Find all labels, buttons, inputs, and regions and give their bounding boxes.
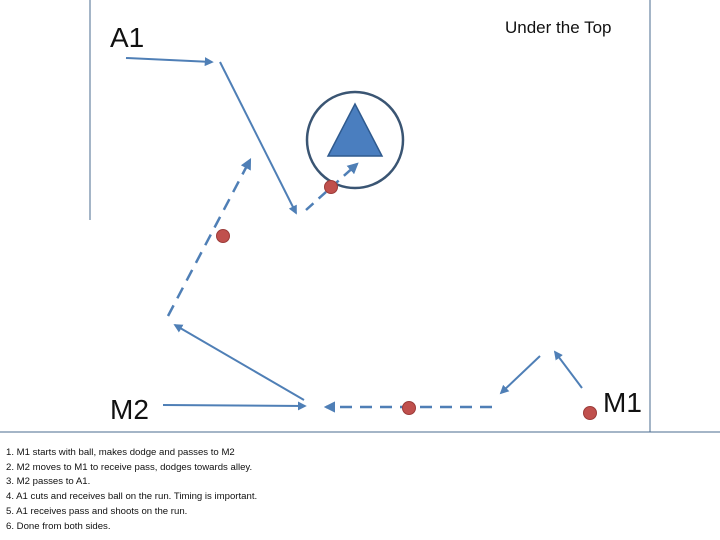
player-label-a1: A1 (110, 22, 144, 53)
drill-step: 3. M2 passes to A1. (6, 476, 91, 488)
drill-step: 5. A1 receives pass and shoots on the ru… (6, 505, 188, 517)
m1-dodge-arrow-down (499, 355, 541, 395)
goal-cone-icon (326, 102, 384, 157)
ball-start-m1 (583, 406, 597, 420)
a1-cut-arrow (219, 61, 297, 215)
m2-dodge-arrow (173, 324, 305, 401)
m2-run-arrow (162, 401, 307, 411)
player-label-m2: M2 (110, 394, 149, 425)
drill-step: 2. M2 moves to M1 to receive pass, dodge… (6, 461, 253, 473)
a1-run-arrow (125, 57, 214, 67)
drill-steps-list: 1. M1 starts with ball, makes dodge and … (6, 446, 257, 534)
m1-dodge-arrow-up (553, 350, 583, 389)
drill-step: 4. A1 cuts and receives ball on the run.… (6, 491, 258, 503)
ball-near-goal (324, 180, 338, 194)
m2-to-a1-pass-arrow (166, 158, 252, 317)
ball-mid-pass (216, 229, 230, 243)
drill-step: 1. M1 starts with ball, makes dodge and … (6, 447, 235, 458)
player-label-m1: M1 (603, 387, 642, 418)
drill-step: 6. Done from both sides. (6, 520, 111, 532)
goal-crease (305, 90, 405, 190)
crease-circle (305, 90, 405, 190)
diagram-title: Under the Top (505, 18, 611, 37)
ball-bottom-pass (402, 401, 416, 415)
